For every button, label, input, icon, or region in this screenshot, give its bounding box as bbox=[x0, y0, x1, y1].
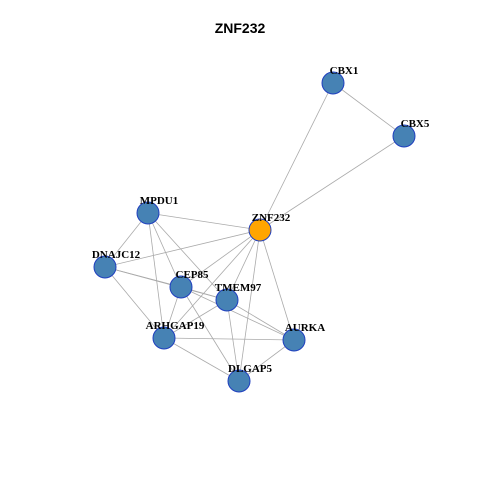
node-cbx5 bbox=[392, 124, 416, 148]
node-arhgap19 bbox=[152, 326, 176, 350]
edge-mpdu1-cep85 bbox=[147, 212, 182, 288]
edge-arhgap19-dlgap5 bbox=[163, 337, 240, 382]
label-layer: ZNF232 CBX1CBX5MPDU1DNAJC12CEP85TMEM97ARH… bbox=[92, 65, 430, 375]
edge-znf232-dlgap5 bbox=[238, 229, 261, 382]
edge-cep85-aurka bbox=[180, 286, 295, 341]
edge-znf232-aurka bbox=[259, 229, 295, 341]
node-dnajc12 bbox=[93, 255, 117, 279]
node-label-cbx1: CBX1 bbox=[330, 65, 359, 77]
edge-layer bbox=[104, 82, 405, 382]
edge-znf232-cep85 bbox=[180, 229, 261, 288]
node-label-tmem97: TMEM97 bbox=[215, 282, 262, 294]
edge-cep85-dlgap5 bbox=[180, 286, 240, 382]
edge-mpdu1-tmem97 bbox=[147, 212, 228, 301]
edge-cbx1-cbx5 bbox=[332, 82, 405, 137]
edge-tmem97-arhgap19 bbox=[163, 299, 228, 339]
edge-tmem97-aurka bbox=[226, 299, 295, 341]
node-label-cep85: CEP85 bbox=[176, 269, 210, 281]
node-label-aurka: AURKA bbox=[285, 322, 325, 334]
edge-znf232-dnajc12 bbox=[104, 229, 261, 268]
node-label-dnajc12: DNAJC12 bbox=[92, 249, 141, 261]
node-label-dlgap5: DLGAP5 bbox=[228, 363, 273, 375]
edge-mpdu1-arhgap19 bbox=[147, 212, 165, 339]
node-label-znf232: ZNF232 bbox=[252, 212, 291, 224]
edge-tmem97-dlgap5 bbox=[226, 299, 240, 382]
edge-cbx5-znf232 bbox=[259, 135, 405, 231]
node-cbx1 bbox=[321, 71, 345, 95]
edge-dnajc12-arhgap19 bbox=[104, 266, 165, 339]
node-aurka bbox=[282, 328, 306, 352]
node-tmem97 bbox=[215, 288, 239, 312]
edge-mpdu1-dnajc12 bbox=[104, 212, 149, 268]
node-label-cbx5: CBX5 bbox=[401, 118, 430, 130]
graph-title: ZNF232 bbox=[214, 20, 266, 36]
node-mpdu1 bbox=[136, 201, 160, 225]
node-label-mpdu1: MPDU1 bbox=[140, 195, 179, 207]
edge-arhgap19-aurka bbox=[163, 337, 295, 341]
node-dlgap5 bbox=[227, 369, 251, 393]
node-layer bbox=[93, 71, 416, 393]
node-znf232 bbox=[248, 218, 272, 242]
node-cep85 bbox=[169, 275, 193, 299]
edge-cbx1-znf232 bbox=[259, 82, 334, 231]
edge-znf232-mpdu1 bbox=[147, 212, 261, 231]
edge-znf232-tmem97 bbox=[226, 229, 261, 301]
node-label-arhgap19: ARHGAP19 bbox=[146, 320, 205, 332]
